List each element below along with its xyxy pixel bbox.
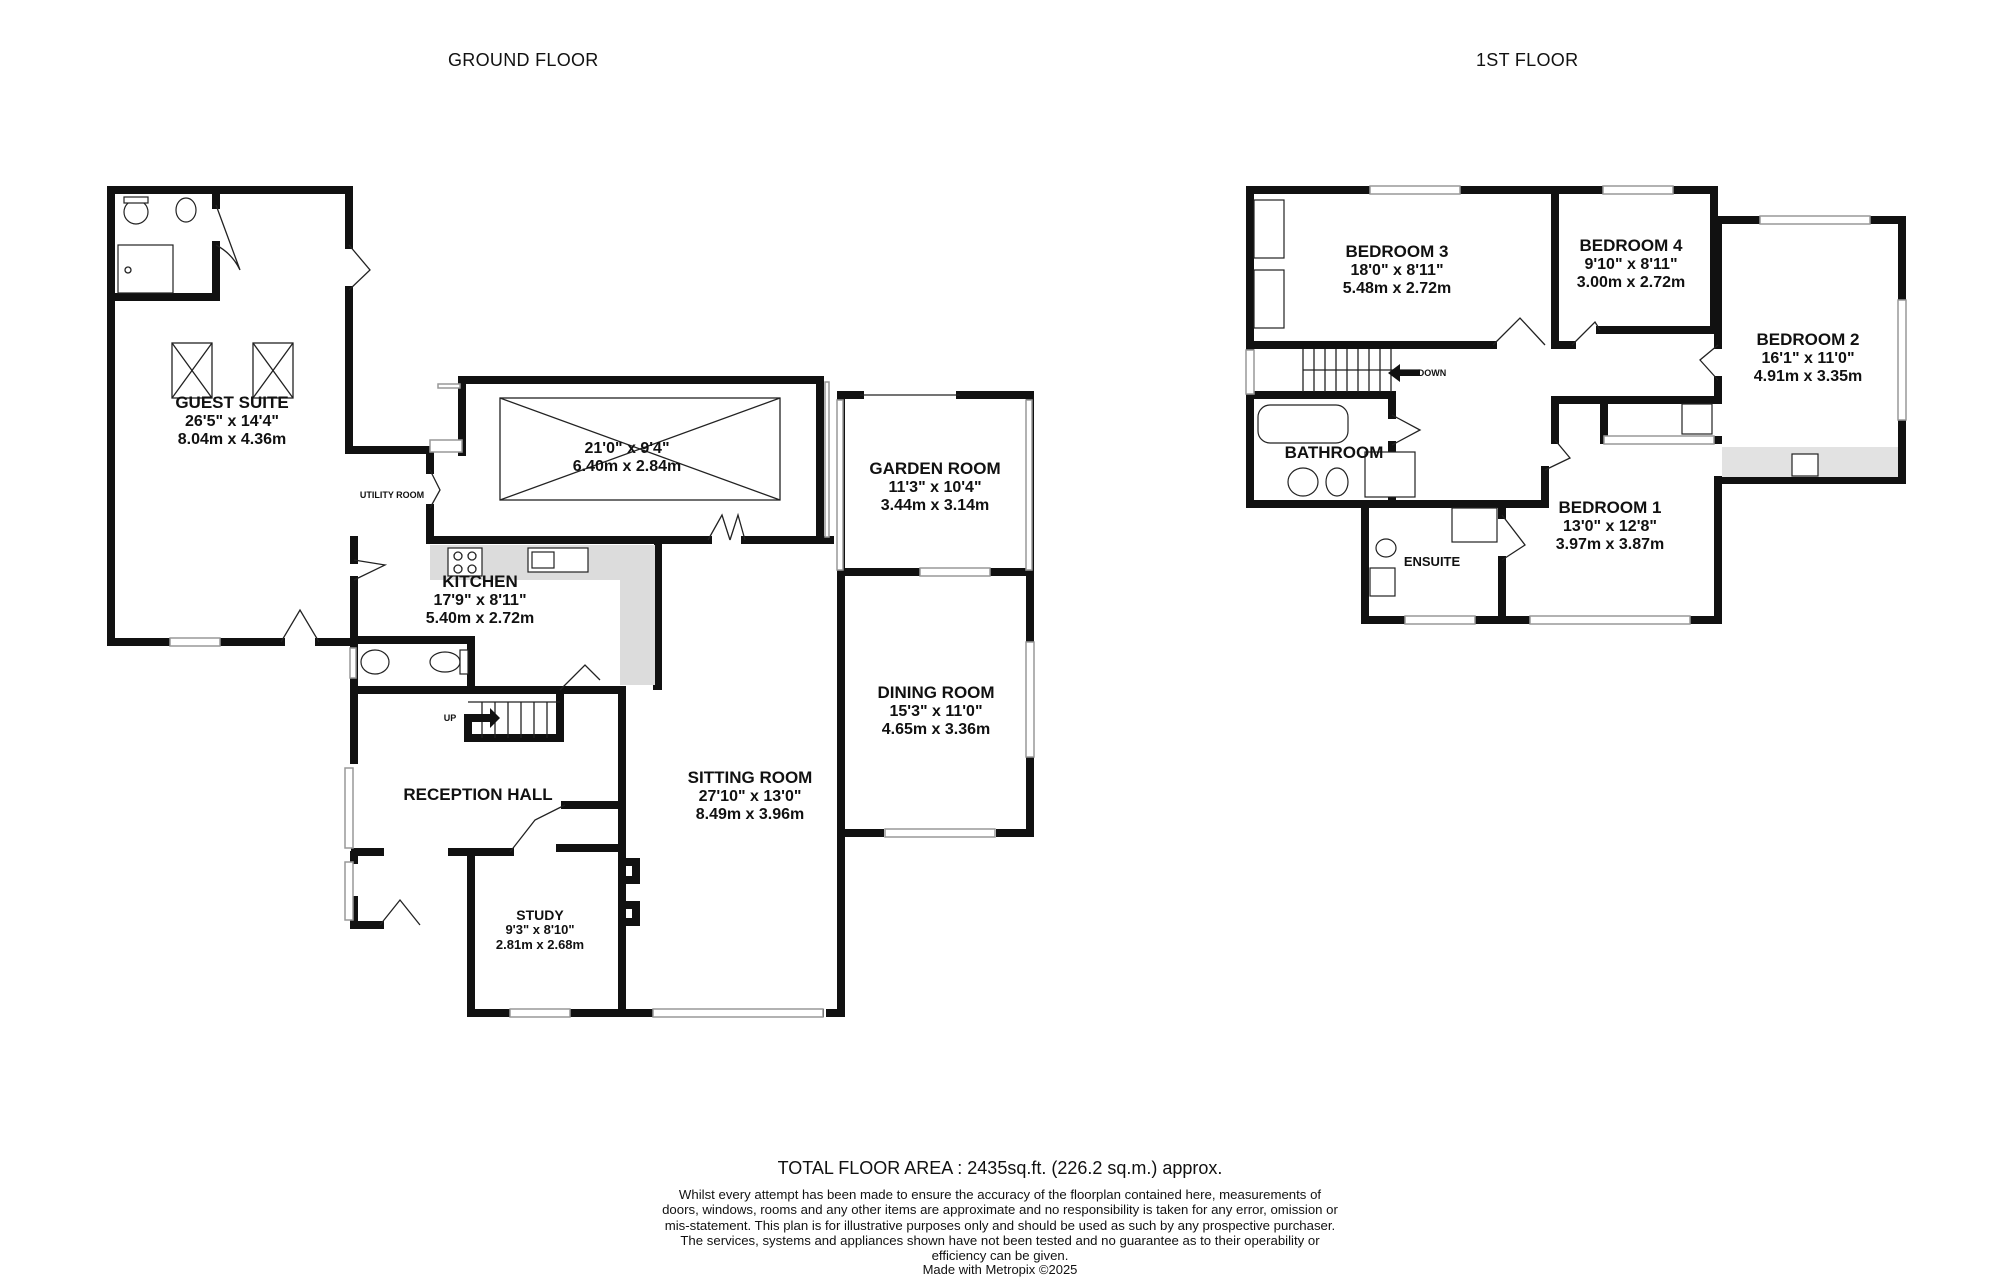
room-label-conservatory: 21'0" x 9'4" 6.40m x 2.84m bbox=[573, 440, 682, 477]
room-imperial: 27'10" x 13'0" bbox=[698, 787, 802, 805]
room-label-bedroom-2: BEDROOM 2 16'1" x 11'0" 4.91m x 3.35m bbox=[1754, 330, 1863, 386]
stairs-up-label: UP bbox=[443, 713, 457, 723]
ground-floor-plan bbox=[107, 186, 1035, 1018]
room-name: GUEST SUITE bbox=[175, 393, 289, 412]
room-imperial: 13'0" x 12'8" bbox=[1563, 517, 1657, 535]
room-name: SITTING ROOM bbox=[687, 768, 813, 787]
room-name: RECEPTION HALL bbox=[403, 785, 553, 804]
room-name: BEDROOM 1 bbox=[1558, 498, 1662, 517]
room-name: GARDEN ROOM bbox=[869, 459, 1001, 478]
room-label-sitting-room: SITTING ROOM 27'10" x 13'0" 8.49m x 3.96… bbox=[688, 768, 813, 824]
room-label-garden-room: GARDEN ROOM 11'3" x 10'4" 3.44m x 3.14m bbox=[869, 459, 1000, 515]
room-label-ensuite: ENSUITE bbox=[1403, 554, 1461, 570]
room-imperial: 9'10" x 8'11" bbox=[1584, 255, 1678, 273]
room-metric: 3.44m x 3.14m bbox=[880, 496, 990, 514]
room-label-kitchen: KITCHEN 17'9" x 8'11" 5.40m x 2.72m bbox=[426, 572, 535, 628]
room-imperial: 16'1" x 11'0" bbox=[1761, 349, 1855, 367]
room-metric: 3.97m x 3.87m bbox=[1555, 535, 1665, 553]
room-label-dining-room: DINING ROOM 15'3" x 11'0" 4.65m x 3.36m bbox=[877, 683, 994, 739]
made-with-credit: Made with Metropix ©2025 bbox=[922, 1262, 1078, 1277]
room-imperial: 26'5" x 14'4" bbox=[185, 412, 279, 430]
room-imperial: 9'3" x 8'10" bbox=[505, 922, 575, 938]
room-label-reception-hall: RECEPTION HALL bbox=[403, 785, 552, 805]
stairs-down-label: DOWN bbox=[1417, 368, 1447, 378]
room-label-bathroom: BATHROOM bbox=[1285, 443, 1384, 463]
room-name: KITCHEN bbox=[442, 572, 518, 591]
room-metric: 8.04m x 4.36m bbox=[177, 430, 287, 448]
ground-floor-title: GROUND FLOOR bbox=[448, 50, 599, 70]
room-label-guest-suite: GUEST SUITE 26'5" x 14'4" 8.04m x 4.36m bbox=[175, 393, 288, 449]
room-imperial: 17'9" x 8'11" bbox=[433, 591, 527, 609]
room-metric: 4.65m x 3.36m bbox=[881, 720, 991, 738]
room-imperial: 21'0" x 9'4" bbox=[584, 440, 670, 457]
room-imperial: 11'3" x 10'4" bbox=[888, 478, 982, 496]
room-metric: 4.91m x 3.35m bbox=[1753, 367, 1863, 385]
room-name: BEDROOM 2 bbox=[1756, 330, 1860, 349]
room-name: STUDY bbox=[516, 907, 564, 923]
room-metric: 5.48m x 2.72m bbox=[1342, 279, 1452, 297]
room-name: DINING ROOM bbox=[877, 683, 995, 702]
room-metric: 8.49m x 3.96m bbox=[695, 805, 805, 823]
room-name: BEDROOM 3 bbox=[1345, 242, 1449, 261]
first-floor-title: 1ST FLOOR bbox=[1476, 50, 1579, 70]
room-imperial: 18'0" x 8'11" bbox=[1350, 261, 1444, 279]
room-metric: 5.40m x 2.72m bbox=[425, 609, 535, 627]
first-floor-plan bbox=[1245, 185, 1907, 625]
room-label-bedroom-4: BEDROOM 4 9'10" x 8'11" 3.00m x 2.72m bbox=[1577, 236, 1686, 292]
total-floor-area: TOTAL FLOOR AREA : 2435sq.ft. (226.2 sq.… bbox=[777, 1158, 1223, 1178]
room-metric: 6.40m x 2.84m bbox=[572, 458, 682, 476]
room-metric: 3.00m x 2.72m bbox=[1576, 273, 1686, 291]
room-label-study: STUDY 9'3" x 8'10" 2.81m x 2.68m bbox=[496, 907, 584, 953]
utility-room-label: UTILITY ROOM bbox=[359, 490, 425, 500]
disclaimer: Whilst every attempt has been made to en… bbox=[662, 1187, 1338, 1264]
room-imperial: 15'3" x 11'0" bbox=[889, 702, 983, 720]
room-name: ENSUITE bbox=[1403, 554, 1461, 569]
room-label-bedroom-1: BEDROOM 1 13'0" x 12'8" 3.97m x 3.87m bbox=[1556, 498, 1665, 554]
room-label-bedroom-3: BEDROOM 3 18'0" x 8'11" 5.48m x 2.72m bbox=[1343, 242, 1452, 298]
room-name: BEDROOM 4 bbox=[1579, 236, 1683, 255]
room-name: BATHROOM bbox=[1284, 443, 1384, 462]
room-metric: 2.81m x 2.68m bbox=[495, 937, 585, 953]
